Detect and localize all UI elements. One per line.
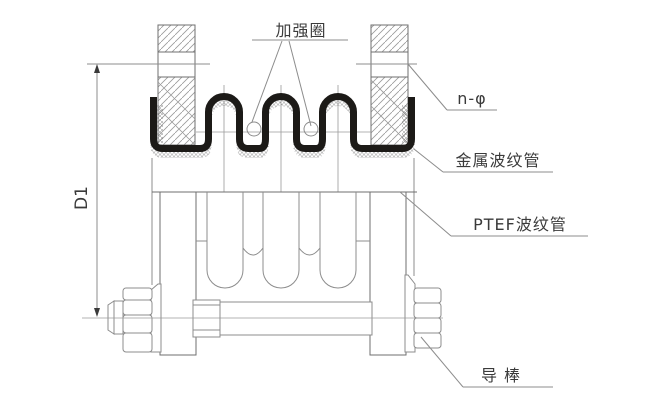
label-metal-bellows: 金属波纹管 xyxy=(455,151,540,170)
guide-rod xyxy=(192,299,373,338)
flange-plate-left xyxy=(159,191,197,356)
arrow-up-icon xyxy=(94,64,100,73)
arrow-down-icon xyxy=(94,308,100,317)
leader-lines xyxy=(251,39,588,388)
reinforcement-rings xyxy=(246,121,319,137)
rod-bracket-right xyxy=(404,274,442,353)
bellows-front-view xyxy=(196,192,370,289)
flange-left xyxy=(157,24,196,146)
lower-view xyxy=(82,158,443,356)
label-guide-rod: 导 棒 xyxy=(481,366,521,385)
label-reinforcement-ring: 加强圈 xyxy=(275,21,326,40)
reinforcement-ring-circle xyxy=(246,121,262,137)
dimension-d1: D1 xyxy=(72,64,100,317)
flange-plate-right xyxy=(369,191,407,356)
label-bolt-holes: n-φ xyxy=(457,89,486,108)
reinforcement-ring-circle xyxy=(303,121,319,137)
metal-bellows-profile xyxy=(150,93,415,152)
label-ptfe-bellows: PTEF波纹管 xyxy=(473,215,567,234)
dimension-d1-label: D1 xyxy=(72,186,92,210)
